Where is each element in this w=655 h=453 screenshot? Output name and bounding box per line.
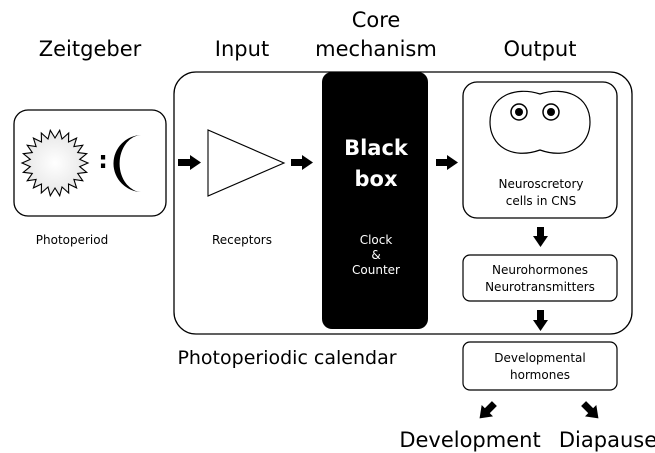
photoperiodic-calendar-label: Photoperiodic calendar (177, 347, 396, 369)
neurotransmitters-label: Neurotransmitters (485, 280, 595, 294)
arrow-cells-to-neurohormones (533, 227, 548, 247)
developmental-label-line2: hormones (510, 368, 570, 382)
header-output: Output (504, 37, 577, 61)
neurohormones-label: Neurohormones (492, 263, 588, 277)
arrow-input-to-core (291, 155, 313, 170)
arrow-zeitgeber-to-input (178, 155, 201, 170)
counter-label: Counter (352, 263, 400, 277)
developmental-label-line1: Developmental (494, 351, 585, 365)
neuron-eye-right-icon (542, 103, 560, 121)
development-outcome: Development (399, 428, 540, 452)
neurosecretory-label-line1: Neuroscretory (499, 177, 584, 191)
diapause-outcome: Diapause (559, 428, 655, 452)
black-box-title-line2: box (354, 167, 397, 191)
black-box (322, 72, 428, 329)
black-box-title-line1: Black (344, 136, 409, 160)
arrow-core-to-output (436, 155, 458, 170)
photoperiod-separator: : (98, 146, 108, 174)
neuron-eye-left-icon (510, 103, 528, 121)
developmental-hormones-box (462, 341, 618, 391)
header-zeitgeber: Zeitgeber (39, 37, 142, 61)
arrow-to-diapause (581, 401, 599, 419)
header-core-line1: Core (352, 8, 401, 32)
moon-icon (113, 135, 142, 193)
header-input: Input (215, 37, 269, 61)
neurosecretory-box (462, 81, 618, 219)
receptors-label: Receptors (212, 233, 272, 247)
header-core-line2: mechanism (315, 37, 437, 61)
sun-icon (20, 128, 90, 198)
photoperiod-label: Photoperiod (36, 233, 108, 247)
ampersand-label: & (371, 248, 380, 262)
neurosecretory-label-line2: cells in CNS (506, 194, 576, 208)
clock-label: Clock (360, 233, 393, 247)
zeitgeber-box (13, 109, 167, 217)
neurohormones-box (462, 254, 618, 302)
triangle-receptor-icon (207, 129, 286, 197)
arrow-to-development (479, 401, 497, 419)
arrow-neurohormones-to-developmental (533, 310, 548, 331)
brain-cells-icon (489, 90, 591, 154)
